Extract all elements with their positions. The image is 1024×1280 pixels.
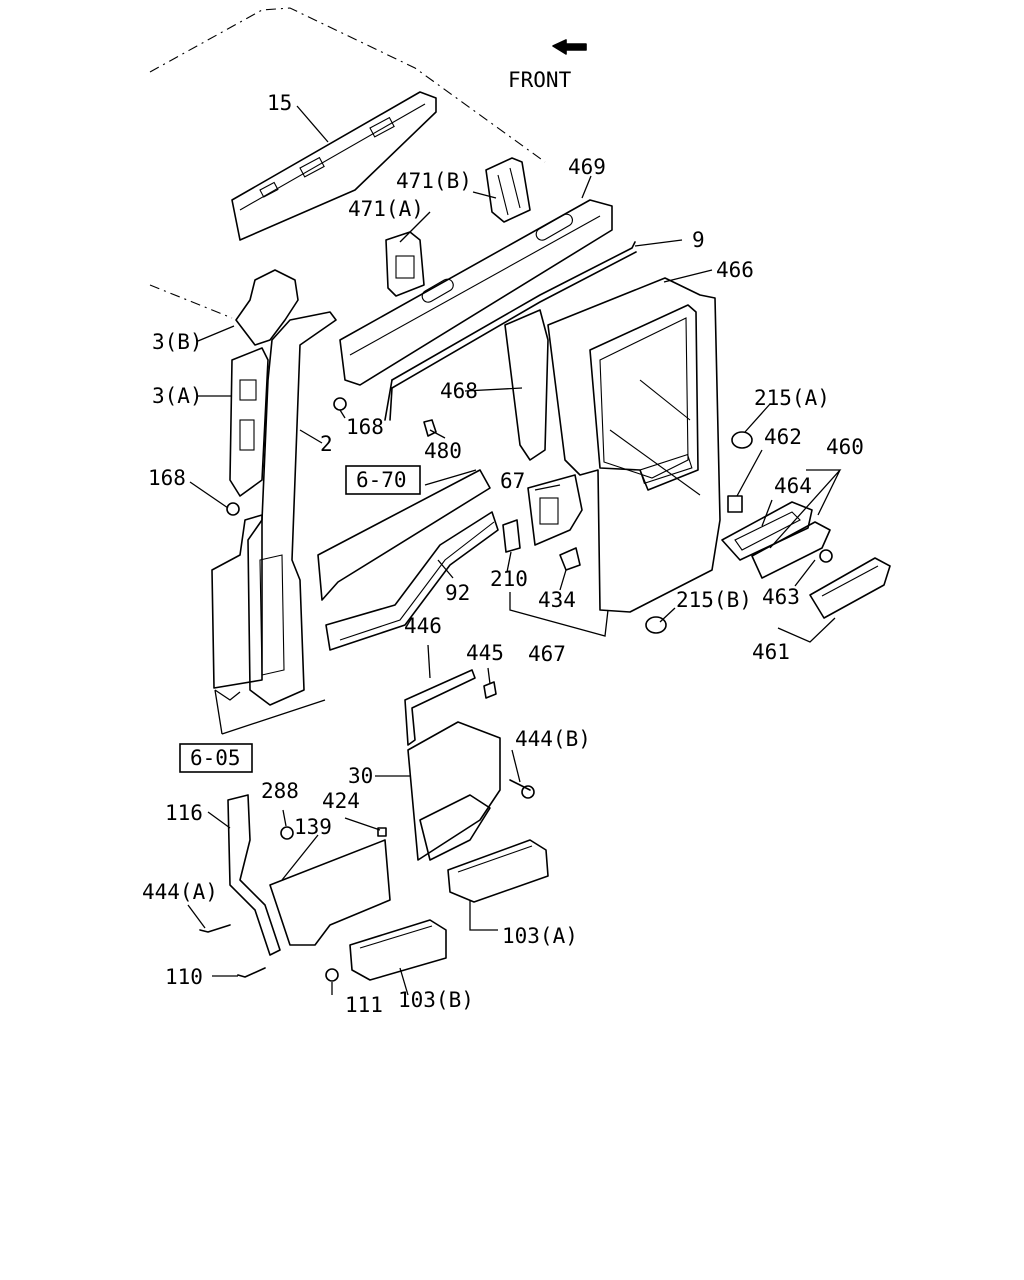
- part-6-70-rocker-panel: [317, 469, 491, 601]
- part-110-bolt: [237, 967, 266, 978]
- part-466-rear-panel: [547, 277, 721, 613]
- part-6-05-panel: [211, 514, 263, 689]
- callout-471a: 471(A): [348, 197, 424, 221]
- part-116-bracket: [227, 794, 281, 956]
- callout-9: 9: [692, 228, 705, 252]
- part-92-sill-reinforcement: [325, 511, 499, 651]
- part-139-step-bracket: [269, 839, 391, 946]
- callout-446: 446: [404, 614, 442, 638]
- part-288-nut: [280, 826, 294, 840]
- front-arrow-icon: [552, 39, 587, 55]
- part-464-gasket: [721, 501, 813, 561]
- part-67-bracket: [527, 474, 583, 546]
- part-471a-bracket: [385, 231, 425, 297]
- part-471b-bracket: [485, 157, 531, 223]
- part-446-step-seal: [404, 669, 476, 746]
- callout-168-lower: 168: [148, 466, 186, 490]
- part-444b-bolt: [509, 779, 535, 799]
- callout-468: 468: [440, 379, 478, 403]
- callout-467: 467: [528, 642, 566, 666]
- callout-288: 288: [261, 779, 299, 803]
- callout-434: 434: [538, 588, 576, 612]
- callout-471b: 471(B): [396, 169, 472, 193]
- callout-6-05-box: [179, 743, 253, 773]
- callout-3a: 3(A): [152, 384, 203, 408]
- part-9-weatherstrip: [384, 241, 637, 421]
- callout-462: 462: [764, 425, 802, 449]
- front-label: FRONT: [508, 68, 572, 92]
- part-210-clip: [502, 519, 521, 553]
- part-480-clip: [423, 419, 437, 437]
- callout-15: 15: [267, 91, 292, 115]
- callout-116: 116: [165, 801, 203, 825]
- callout-110: 110: [165, 965, 203, 989]
- part-215b-grommet: [645, 616, 667, 634]
- part-434-clip: [559, 547, 581, 571]
- callout-445: 445: [466, 641, 504, 665]
- callout-6-05: 6-05: [190, 746, 241, 770]
- part-103b-step: [349, 919, 447, 981]
- callout-480: 480: [424, 439, 462, 463]
- part-3b-upper-pillar: [235, 269, 299, 346]
- callout-92: 92: [445, 581, 470, 605]
- part-468-inner-pillar: [504, 309, 549, 461]
- part-463-base: [751, 521, 831, 579]
- callout-463: 463: [762, 585, 800, 609]
- callout-215b: 215(B): [676, 588, 752, 612]
- part-15-roof-rail: [231, 91, 437, 241]
- callout-6-70-box: [345, 465, 421, 495]
- callout-3b: 3(B): [152, 330, 203, 354]
- callout-30: 30: [348, 764, 373, 788]
- callout-67: 67: [500, 469, 525, 493]
- part-469-header-rail: [339, 199, 613, 386]
- callout-464: 464: [774, 474, 812, 498]
- callout-469: 469: [568, 155, 606, 179]
- callout-210: 210: [490, 567, 528, 591]
- callout-2: 2: [320, 432, 333, 456]
- part-215a-grommet: [731, 431, 753, 449]
- part-30-step-housing: [407, 721, 501, 861]
- part-444a-bolt: [199, 924, 231, 933]
- callout-168-upper: 168: [346, 415, 384, 439]
- callout-103b: 103(B): [398, 988, 474, 1012]
- leader-lines: [187, 105, 842, 996]
- callout-111: 111: [345, 993, 383, 1017]
- callout-460: 460: [826, 435, 864, 459]
- callout-444b: 444(B): [515, 727, 591, 751]
- part-103a-step: [447, 839, 549, 903]
- callout-461: 461: [752, 640, 790, 664]
- part-3a-pillar-trim: [229, 347, 269, 497]
- callout-6-70: 6-70: [356, 468, 407, 492]
- part-462-clip: [727, 495, 743, 513]
- part-463-fastener: [819, 549, 833, 563]
- callout-139: 139: [294, 815, 332, 839]
- callout-424: 424: [322, 789, 360, 813]
- part-445-clip: [483, 681, 497, 699]
- callout-466: 466: [716, 258, 754, 282]
- part-461-handle: [809, 557, 891, 619]
- part-168-screw-upper: [333, 397, 347, 411]
- callout-103a: 103(A): [502, 924, 578, 948]
- callout-215a: 215(A): [754, 386, 830, 410]
- part-168-screw-lower: [226, 502, 240, 516]
- part-111-nut: [325, 968, 339, 982]
- part-424-clip: [377, 827, 387, 837]
- callout-444a: 444(A): [142, 880, 218, 904]
- phantom-lines: [149, 7, 546, 319]
